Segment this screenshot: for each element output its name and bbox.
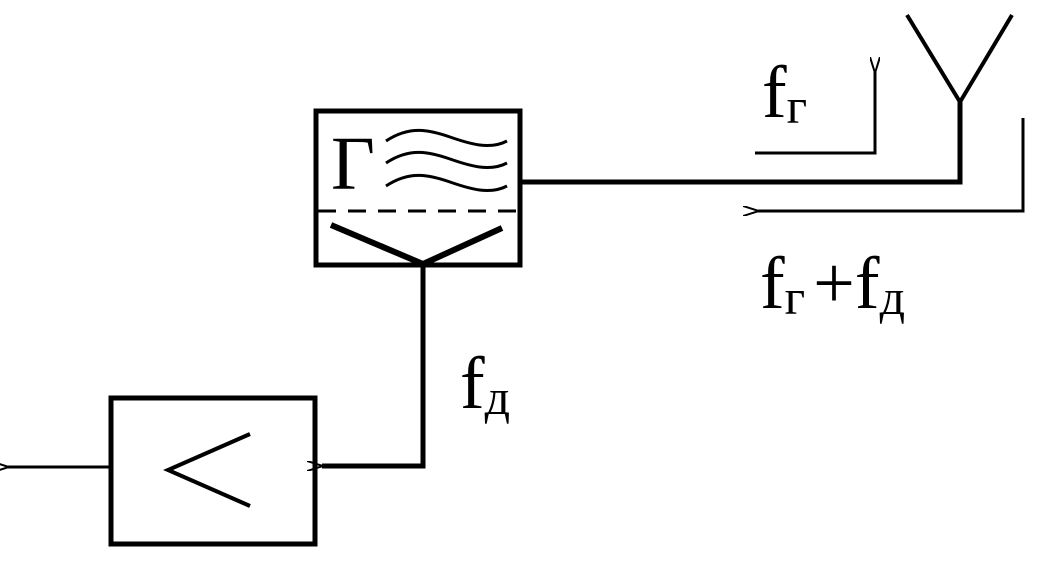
receive-arrow — [758, 118, 1025, 211]
transmit-arrow — [755, 72, 875, 155]
label-f-sum: fг+fд — [760, 243, 905, 325]
label-f-d: fд — [460, 343, 510, 425]
amplifier-block — [108, 395, 318, 547]
antenna-icon — [905, 13, 1014, 106]
feed-line — [520, 100, 963, 185]
doppler-signal-line — [322, 264, 426, 466]
oscillation-waves-icon — [385, 128, 508, 193]
generator-mixer-block: Г — [313, 108, 523, 268]
amplifier-symbol-icon — [163, 432, 251, 508]
label-f-g: fг — [762, 52, 807, 134]
mixer-diode-symbol — [329, 222, 504, 268]
generator-letter: Г — [331, 122, 375, 206]
